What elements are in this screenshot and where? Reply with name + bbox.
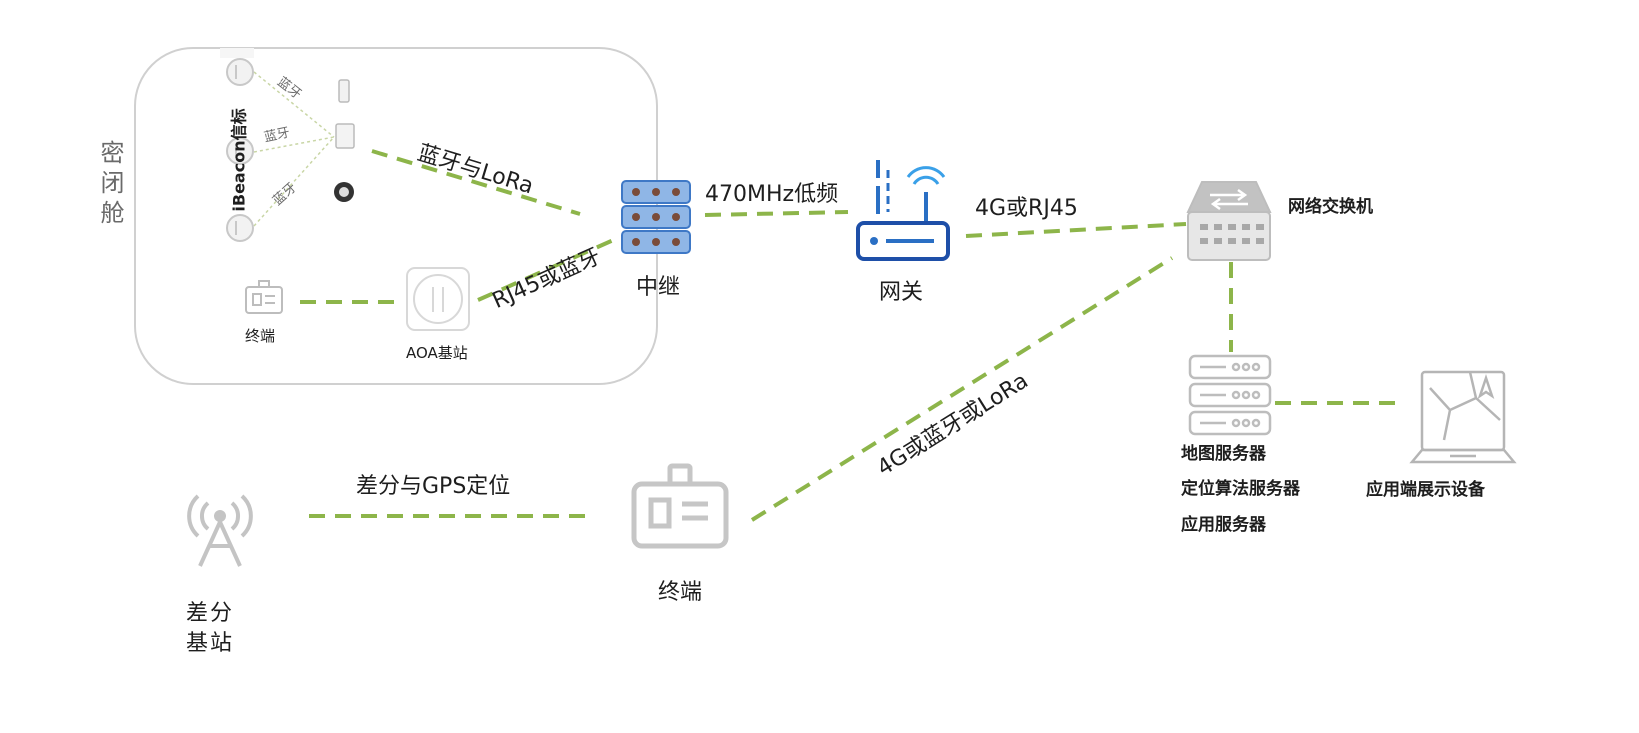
ibeacon-label: iBeacon信标 bbox=[229, 108, 249, 212]
router-icon bbox=[856, 160, 950, 261]
server-label-algorithm: 定位算法服务器 bbox=[1181, 479, 1300, 499]
display-label: 应用端展示设备 bbox=[1366, 480, 1485, 500]
switch-label: 网络交换机 bbox=[1288, 197, 1373, 217]
server-label-map: 地图服务器 bbox=[1181, 444, 1266, 464]
antenna-tower-icon bbox=[187, 494, 253, 567]
aoa-label: AOA基站 bbox=[406, 344, 468, 362]
badge-icon bbox=[245, 280, 283, 314]
enclosure-label: 密闭舱 bbox=[96, 140, 124, 230]
badge-icon bbox=[631, 463, 729, 549]
laptop-icon bbox=[1409, 370, 1517, 464]
tag-icon bbox=[338, 79, 350, 103]
relay-label: 中继 bbox=[636, 275, 681, 300]
terminal-inside-label: 终端 bbox=[245, 327, 276, 345]
aoa-icon bbox=[406, 267, 470, 331]
link-label-470mhz: 470MHz低频 bbox=[705, 182, 839, 207]
gateway-label: 网关 bbox=[879, 280, 924, 305]
terminal-outside-label: 终端 bbox=[658, 580, 703, 605]
server-label-app: 应用服务器 bbox=[1181, 515, 1266, 535]
diff-station-label: 差分基站 bbox=[186, 601, 235, 656]
enclosure-box bbox=[134, 47, 658, 385]
switch-icon bbox=[1186, 181, 1272, 261]
tag-icon bbox=[335, 123, 355, 149]
beacon-icon bbox=[226, 137, 254, 165]
server-icon bbox=[1188, 354, 1272, 436]
bt-thin-lines bbox=[253, 71, 335, 227]
link-bt-lora bbox=[371, 149, 581, 216]
relay-icon bbox=[621, 180, 691, 254]
beacon-icon bbox=[220, 48, 254, 86]
beacon-icon bbox=[226, 214, 254, 242]
link-4g-bt-lora bbox=[750, 256, 1174, 522]
link-label-diff-gps: 差分与GPS定位 bbox=[356, 474, 511, 499]
link-label-4g-rj45: 4G或RJ45 bbox=[975, 196, 1078, 221]
wristband-icon bbox=[334, 182, 354, 202]
link-lines bbox=[300, 149, 1405, 522]
link-470mhz bbox=[704, 210, 849, 217]
link-4g-rj45 bbox=[965, 222, 1187, 238]
